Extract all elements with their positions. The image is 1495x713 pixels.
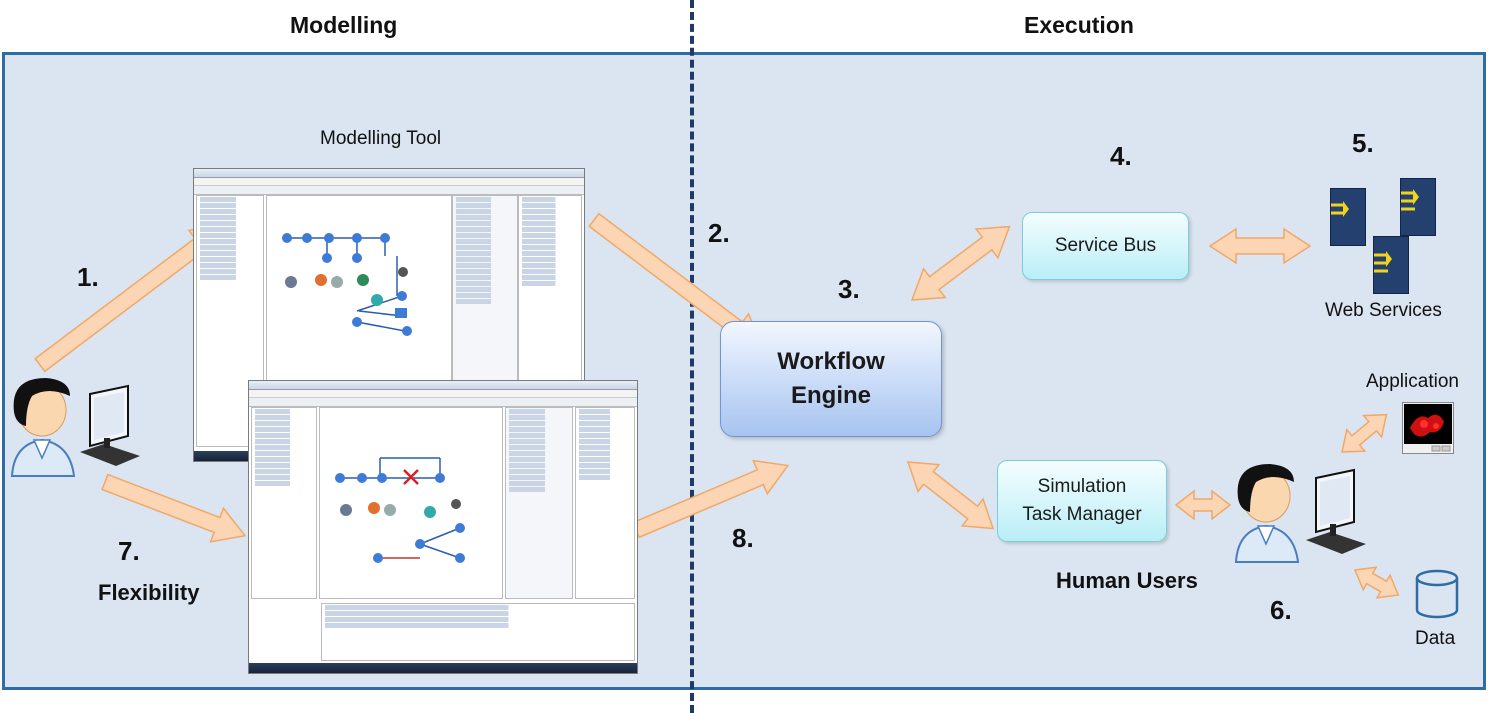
step-8: 8. bbox=[732, 523, 754, 553]
modelling-tool-label: Modelling Tool bbox=[320, 128, 442, 149]
arrow-stm-users bbox=[1174, 489, 1232, 521]
workflow-engine-box: Workflow Engine bbox=[720, 321, 942, 437]
arrow-flexible-tool-to-engine bbox=[631, 459, 790, 539]
data-label: Data bbox=[1415, 628, 1456, 649]
step-6: 6. bbox=[1270, 595, 1292, 625]
engine-label-line2: Engine bbox=[790, 382, 871, 409]
engine-label-line1: Workflow bbox=[777, 348, 885, 375]
step-4: 4. bbox=[1110, 141, 1132, 171]
adapted-process-model-icon bbox=[335, 457, 465, 563]
database-icon bbox=[1415, 569, 1459, 619]
web-service-icon bbox=[1400, 178, 1436, 236]
flexibility-label: Flexibility bbox=[98, 580, 200, 605]
step-1: 1. bbox=[77, 262, 99, 292]
arrow-engine-stm bbox=[906, 461, 995, 530]
flexible-modelling-screenshot bbox=[248, 380, 638, 674]
arrow-bus-web-services bbox=[1208, 227, 1312, 265]
arrow-users-application bbox=[1341, 413, 1388, 453]
arrow-user-to-flexible-tool bbox=[101, 473, 247, 543]
web-services-label: Web Services bbox=[1325, 300, 1442, 321]
web-service-icon bbox=[1373, 236, 1409, 294]
arrow-users-data bbox=[1353, 566, 1400, 599]
step-7: 7. bbox=[118, 536, 140, 566]
monitor-icon bbox=[80, 384, 140, 466]
stm-label-line1: Simulation bbox=[1037, 476, 1127, 497]
service-bus-box: Service Bus bbox=[1022, 212, 1189, 280]
application-window-icon bbox=[1402, 402, 1454, 454]
user-at-computer-icon bbox=[10, 378, 140, 477]
human-user-icon bbox=[1234, 464, 1366, 563]
arrow-engine-service-bus bbox=[910, 225, 1011, 301]
process-model-icon bbox=[282, 233, 412, 336]
simulation-task-manager-box: Simulation Task Manager bbox=[997, 460, 1167, 542]
human-users-label: Human Users bbox=[1056, 568, 1198, 593]
modelling-header: Modelling bbox=[290, 12, 398, 38]
application-label: Application bbox=[1366, 371, 1459, 392]
execution-header: Execution bbox=[1024, 12, 1134, 38]
service-bus-label: Service Bus bbox=[1054, 235, 1157, 256]
web-service-icon bbox=[1330, 188, 1366, 246]
step-2: 2. bbox=[708, 218, 730, 248]
step-3: 3. bbox=[838, 274, 860, 304]
section-divider bbox=[690, 0, 694, 713]
monitor-icon bbox=[1306, 468, 1366, 554]
step-5: 5. bbox=[1352, 128, 1374, 158]
stm-label-line2: Task Manager bbox=[1022, 504, 1142, 525]
